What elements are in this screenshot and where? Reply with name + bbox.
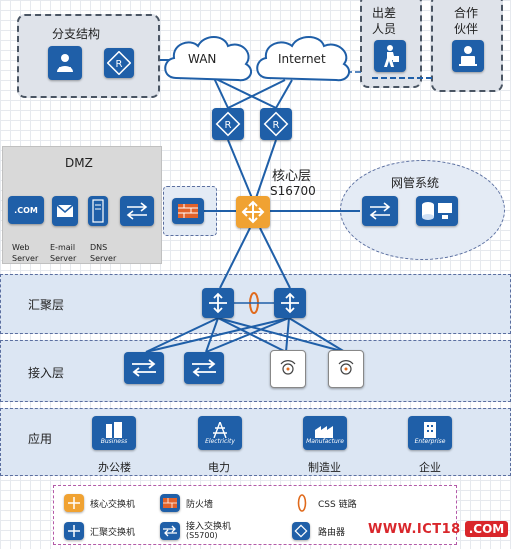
app-label-enterprise: 企业 xyxy=(419,461,441,474)
nms-title: 网管系统 xyxy=(391,176,440,190)
legend-access-switch-line1: 接入交换机 xyxy=(186,522,232,532)
web-server-icon: .COM xyxy=(8,196,44,224)
branch-zone xyxy=(17,14,160,98)
aggregation-switch-icon-left xyxy=(202,288,234,318)
legend-firewall-icon xyxy=(160,494,180,512)
svg-text:R: R xyxy=(225,120,232,131)
app-label-manufacture: 制造业 xyxy=(308,461,341,474)
electricity-icon-text: Electricity xyxy=(205,437,235,445)
app-label-office: 办公楼 xyxy=(98,461,131,474)
legend-router-icon xyxy=(292,522,310,540)
partner-title-line1: 合作 xyxy=(454,6,479,20)
web-server-label-line1: Web xyxy=(12,243,30,252)
access-point-icon-2 xyxy=(328,350,364,388)
branch-router-icon: R xyxy=(104,48,134,78)
core-model: S16700 xyxy=(270,184,316,198)
access-point-icon-1 xyxy=(270,350,306,388)
wan-cloud xyxy=(164,36,253,82)
email-server-icon xyxy=(52,196,78,226)
dmz-switch-icon xyxy=(120,196,154,226)
enterprise-icon: Enterprise xyxy=(408,416,452,450)
watermark-suffix: .COM xyxy=(464,521,509,537)
nms-server-icon xyxy=(416,196,458,226)
dns-server-icon xyxy=(88,196,108,226)
dmz-title: DMZ xyxy=(65,156,93,170)
access-switch-icon-2 xyxy=(184,352,224,384)
watermark-text: WWW.ICT18 xyxy=(368,521,461,537)
router-icon-left: R xyxy=(212,108,244,140)
legend-router: 路由器 xyxy=(318,528,346,538)
legend-access-switch-icon xyxy=(160,522,180,540)
access-switch-icon-1 xyxy=(124,352,164,384)
travel-title-line1: 出差 xyxy=(372,6,397,20)
access-layer-label: 接入层 xyxy=(28,366,65,380)
core-switch-icon xyxy=(236,196,270,228)
nms-switch-icon xyxy=(362,196,398,226)
legend-box xyxy=(53,485,457,545)
partner-icon xyxy=(452,40,484,72)
manufacture-icon: Manufacture xyxy=(303,416,347,450)
internet-label: Internet xyxy=(278,52,326,66)
app-label-electricity: 电力 xyxy=(208,461,230,474)
legend-css-link: CSS 链路 xyxy=(318,500,357,510)
legend-firewall: 防火墙 xyxy=(186,500,214,510)
enterprise-icon-text: Enterprise xyxy=(414,437,446,445)
application-layer-label: 应用 xyxy=(28,432,53,446)
dns-server-label-line1: DNS xyxy=(90,243,108,252)
travel-title-line2: 人员 xyxy=(372,22,397,36)
legend-core-switch-icon xyxy=(64,494,84,512)
travel-staff-icon xyxy=(374,40,406,72)
watermark: WWW.ICT18 .COM xyxy=(368,518,509,540)
svg-text:R: R xyxy=(273,120,280,131)
aggregation-layer-label: 汇聚层 xyxy=(28,298,65,312)
access-layer-band xyxy=(0,340,511,402)
travel-staff-zone xyxy=(360,0,422,88)
branch-title: 分支结构 xyxy=(52,27,101,41)
svg-text:R: R xyxy=(116,59,123,70)
com-label: .COM xyxy=(14,205,38,215)
branch-user-icon xyxy=(48,46,82,80)
legend-css-link-icon xyxy=(297,494,307,512)
office-building-icon: Business xyxy=(92,416,136,450)
dns-server-label-line2: Server xyxy=(90,254,117,263)
legend-core-switch: 核心交换机 xyxy=(90,500,136,510)
email-server-label-line1: E-mail xyxy=(50,243,76,252)
electricity-icon: Electricity xyxy=(198,416,242,450)
aggregation-layer-band xyxy=(0,274,511,334)
wan-label: WAN xyxy=(188,52,217,66)
office-icon-text: Business xyxy=(100,437,128,445)
legend-agg-switch: 汇聚交换机 xyxy=(90,528,136,538)
firewall-icon xyxy=(172,198,204,224)
aggregation-switch-icon-right xyxy=(274,288,306,318)
partner-title-line2: 伙伴 xyxy=(454,22,479,36)
web-server-label-line2: Server xyxy=(12,254,39,263)
manufacture-icon-text: Manufacture xyxy=(306,437,344,445)
internet-cloud xyxy=(256,36,351,82)
router-icon-right: R xyxy=(260,108,292,140)
legend-agg-switch-icon xyxy=(64,522,84,540)
email-server-label-line2: Server xyxy=(50,254,77,263)
core-layer-title: 核心层 xyxy=(272,169,312,184)
legend-access-switch-line2: (S5700) xyxy=(186,531,218,540)
